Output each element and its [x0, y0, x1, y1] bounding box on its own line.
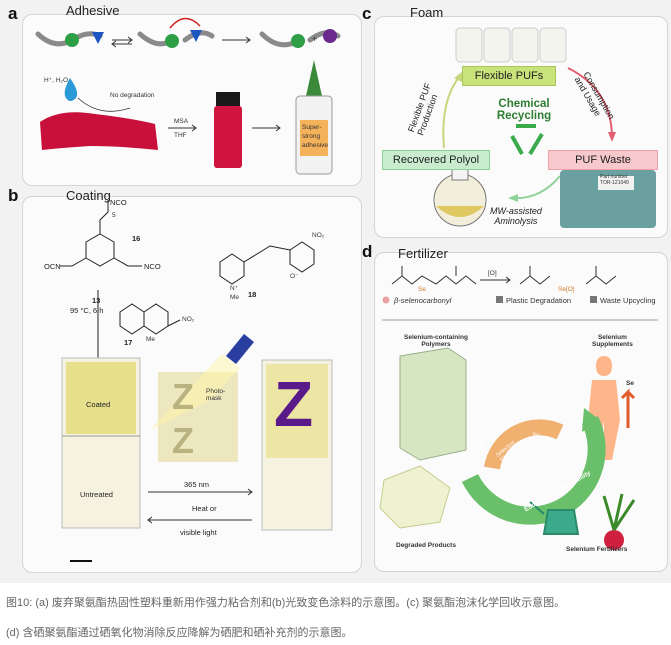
caption-line-1: 图10: (a) 废弃聚氨酯热固性塑料重新用作强力粘合剂和(b)光致变色涂料的示… [6, 597, 566, 609]
flexible-pufs-box: Flexible PUFs [462, 66, 556, 86]
bag-text: Part number TOR-121049 [600, 174, 629, 186]
panel-c-label: c [362, 4, 372, 23]
scale-bar [70, 560, 92, 562]
degraded-label: Degraded Products [396, 542, 456, 549]
me-18: Me [230, 294, 240, 301]
se-up-arrow [620, 388, 636, 428]
photomask-label: Photo- mask [206, 388, 226, 402]
purple-unit [323, 29, 337, 43]
fertilizer-scheme [379, 266, 658, 550]
mw-label: MW-assisted Aminolysis [490, 206, 542, 226]
mask-z-1: Z [172, 376, 194, 417]
coating-chemistry [60, 200, 333, 562]
foam-blocks [455, 27, 567, 63]
label-13: 13 [92, 296, 101, 305]
adhesive-strip [40, 112, 158, 150]
water-drop-icon [64, 78, 78, 101]
sub5-top: 5 [112, 212, 116, 219]
no2-18: NO₂ [312, 232, 325, 239]
flashlight-icon [226, 334, 254, 364]
visible-light-label: visible light [180, 528, 217, 537]
nco-right: NCO [144, 262, 161, 271]
conditions: 95 °C, 6 h [70, 306, 104, 315]
cycle-ring [461, 416, 606, 525]
nco-top: NCO [110, 198, 127, 207]
cycle-ring-inner [484, 419, 564, 470]
panel-b-label: b [8, 186, 19, 205]
radish-icon [604, 530, 624, 550]
blue-unit-2 [190, 30, 202, 42]
label-17: 17 [124, 338, 133, 347]
green-unit-3 [291, 34, 305, 48]
oxidant: [O] [488, 270, 497, 277]
se-polymers-label: Selenium-containing Polymers [404, 334, 468, 348]
super-strong-3: adhesive [302, 142, 329, 149]
se-supplements-label: Selenium Supplements [592, 334, 633, 348]
untreated-label: Untreated [80, 490, 113, 499]
nplus: N⁺ [230, 285, 239, 292]
fertilizers-label: Selenium Fertilizers [566, 546, 628, 553]
ocn-left: OCN [44, 262, 61, 271]
polymer-block [399, 347, 467, 461]
panel-d-title: Fertilizer [398, 246, 448, 261]
vial-cap [216, 92, 240, 106]
plastic-deg-label: Plastic Degradation [506, 296, 572, 305]
super-strong-2: strong [302, 133, 321, 140]
purple-z: Z [274, 368, 314, 440]
panel-b-title: Coating [66, 188, 111, 203]
no2-17: NO₂ [182, 316, 195, 323]
label-16: 16 [132, 234, 141, 243]
watering-can-icon [529, 501, 580, 535]
me-17: Me [146, 336, 156, 343]
no-degradation-label: No degradation [110, 92, 155, 99]
super-strong-1: Super- [302, 124, 322, 131]
blue-unit-1 [92, 32, 104, 44]
se-up-label: Se [626, 380, 634, 387]
panel-a-title: Adhesive [66, 3, 120, 18]
recycle-icon [510, 124, 544, 156]
heat-label: Heat or [192, 504, 217, 513]
waste-up-label: Waste Upcycling [600, 296, 656, 305]
puf-waste-box: PUF Waste [548, 150, 658, 170]
thf-label: THF [174, 132, 187, 139]
adhesive-scheme: + [35, 17, 341, 175]
glue-nozzle [306, 60, 322, 96]
label-18: 18 [248, 290, 257, 299]
se-dot [382, 296, 390, 304]
msa-label: MSA [174, 118, 189, 125]
ominus: O⁻ [290, 273, 299, 280]
green-unit-1 [65, 33, 79, 47]
recovered-polyol-box: Recovered Polyol [382, 150, 490, 170]
selenocarbonyl-label: β-selenocarbonyl [394, 296, 452, 305]
degraded-shards [379, 465, 451, 529]
figure: a Adhesive + H [0, 0, 671, 583]
vial [214, 106, 242, 168]
chemical-recycling-label: Chemical Recycling [496, 98, 552, 122]
panel-c-title: Foam [410, 5, 444, 20]
green-unit-2 [165, 34, 179, 48]
panel-a-label: a [8, 4, 18, 23]
coated-label: Coated [86, 400, 111, 409]
foam-cycle [433, 27, 656, 228]
coated-area [66, 362, 136, 434]
se-oxide: Se[O] [558, 286, 575, 293]
hplus-label: H⁺, H₂O [44, 77, 69, 84]
caption-line-2: (d) 含硒聚氨酯通过硒氧化物消除反应降解为硒肥和硒补充剂的示意图。 [6, 627, 353, 639]
panel-d-label: d [362, 242, 373, 261]
se-top: Se [418, 286, 426, 293]
svg-text:+: + [312, 34, 317, 44]
uv-label: 365 nm [184, 480, 210, 489]
mask-z-2: Z [172, 420, 194, 461]
